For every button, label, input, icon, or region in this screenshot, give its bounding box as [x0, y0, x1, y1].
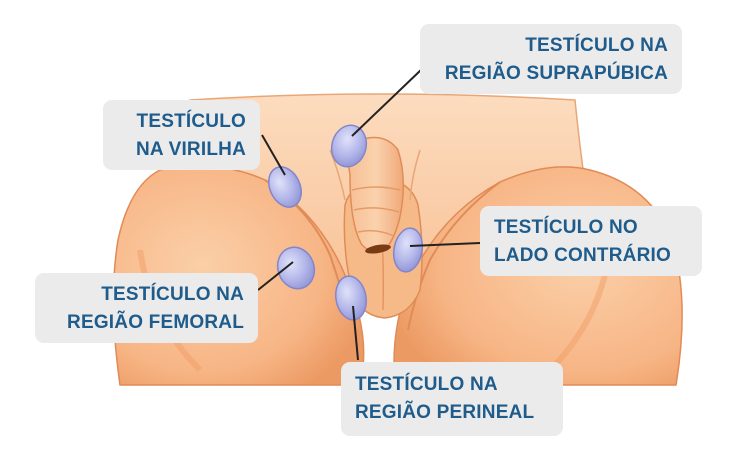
label-femoral-line1: TESTÍCULO NA	[101, 284, 244, 305]
testis-contralateral	[392, 227, 424, 273]
leader-perineal	[352, 305, 359, 361]
label-contralateral-line1: TESTÍCULO NO	[494, 217, 638, 238]
label-femoral-line2: REGIÃO FEMORAL	[67, 312, 244, 333]
label-inguinal-line2: NA VIRILHA	[135, 139, 246, 160]
right-groin-crease	[407, 181, 501, 331]
leader-suprapubic	[351, 67, 424, 137]
label-inguinal-line1: TESTÍCULO	[136, 111, 246, 132]
leader-femoral	[257, 261, 294, 291]
label-inguinal: TESTÍCULO NA VIRILHA	[103, 100, 260, 170]
label-suprapubic-line1: TESTÍCULO NA	[525, 35, 668, 56]
label-perineal: TESTÍCULO NA REGIÃO PERINEAL	[341, 362, 563, 436]
leader-inguinal	[261, 134, 286, 176]
testis-suprapubic	[330, 124, 368, 168]
label-suprapubic-line2: REGIÃO SUPRAPÚBICA	[444, 63, 668, 84]
label-perineal-line2: REGIÃO PERINEAL	[355, 402, 535, 423]
label-contralateral: TESTÍCULO NO LADO CONTRÁRIO	[480, 206, 702, 276]
testis-inguinal	[268, 166, 302, 208]
label-contralateral-line2: LADO CONTRÁRIO	[494, 245, 671, 266]
urethral-opening	[365, 244, 391, 254]
label-suprapubic: TESTÍCULO NA REGIÃO SUPRAPÚBICA	[420, 24, 682, 94]
leader-contralateral	[409, 242, 481, 247]
label-perineal-line1: TESTÍCULO NA	[355, 374, 498, 395]
label-femoral: TESTÍCULO NA REGIÃO FEMORAL	[35, 273, 258, 343]
